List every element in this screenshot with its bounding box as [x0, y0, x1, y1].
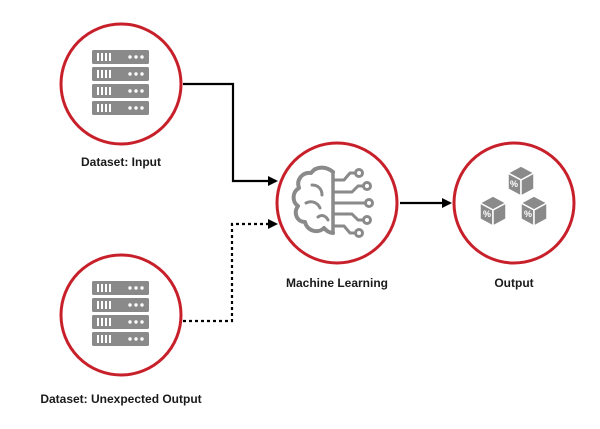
svg-text:%: %: [510, 179, 518, 189]
server-icon: [92, 281, 149, 346]
edge-unexpected-to-ml: [183, 219, 278, 323]
node-output: % % % Output: [452, 141, 576, 290]
node-ring: [452, 141, 576, 265]
percent-boxes-icon: [479, 165, 548, 227]
node-label-input: Dataset: Input: [81, 155, 161, 169]
server-icon: [92, 50, 149, 115]
edge-input-to-ml: [183, 82, 278, 186]
brain-circuit-icon: [291, 165, 374, 238]
svg-text:%: %: [524, 209, 532, 219]
node-dataset-input: Dataset: Input: [59, 22, 183, 169]
node-label-ml: Machine Learning: [286, 276, 388, 290]
node-label-output: Output: [494, 276, 533, 290]
percent-glyphs: % % %: [483, 179, 532, 219]
svg-text:%: %: [483, 209, 491, 219]
node-machine-learning: Machine Learning: [275, 141, 399, 290]
node-dataset-unexpected-output: Dataset: Unexpected Output: [40, 253, 202, 406]
node-label-unexpected: Dataset: Unexpected Output: [40, 392, 201, 406]
